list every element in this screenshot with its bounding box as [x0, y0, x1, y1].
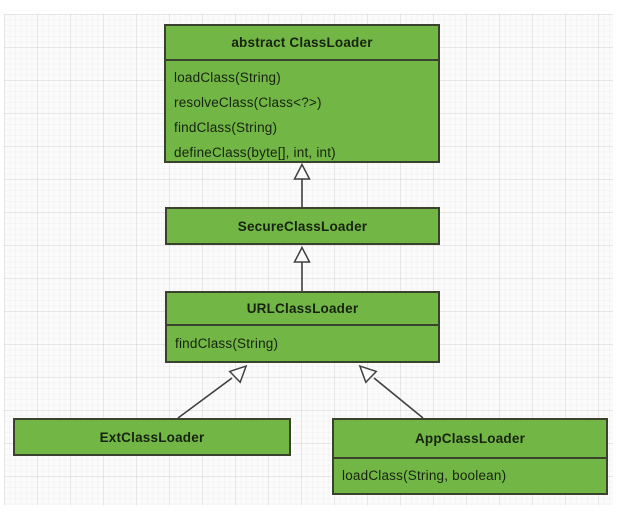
method-item: loadClass(String, boolean) [342, 468, 507, 483]
class-node-extclassloader: ExtClassLoader [13, 418, 291, 456]
class-node-appclassloader: AppClassLoader loadClass(String, boolean… [332, 418, 608, 495]
class-title: abstract ClassLoader [231, 35, 373, 50]
method-item: defineClass(byte[], int, int) [174, 145, 336, 160]
class-node-abstract-classloader: abstract ClassLoader loadClass(String) r… [164, 24, 440, 163]
method-list: loadClass(String, boolean) [334, 457, 606, 493]
class-node-urlclassloader: URLClassLoader findClass(String) [165, 291, 440, 363]
method-list: findClass(String) [167, 324, 438, 361]
method-item: findClass(String) [174, 120, 278, 135]
method-item: resolveClass(Class<?>) [174, 95, 322, 110]
method-list: loadClass(String) resolveClass(Class<?>)… [166, 59, 438, 161]
class-title: URLClassLoader [246, 301, 359, 316]
class-title: SecureClassLoader [237, 218, 368, 234]
class-title: AppClassLoader [414, 431, 526, 446]
class-node-secureclassloader: SecureClassLoader [165, 207, 440, 245]
method-item: findClass(String) [175, 336, 279, 351]
class-title: ExtClassLoader [99, 429, 205, 445]
method-item: loadClass(String) [174, 70, 281, 85]
